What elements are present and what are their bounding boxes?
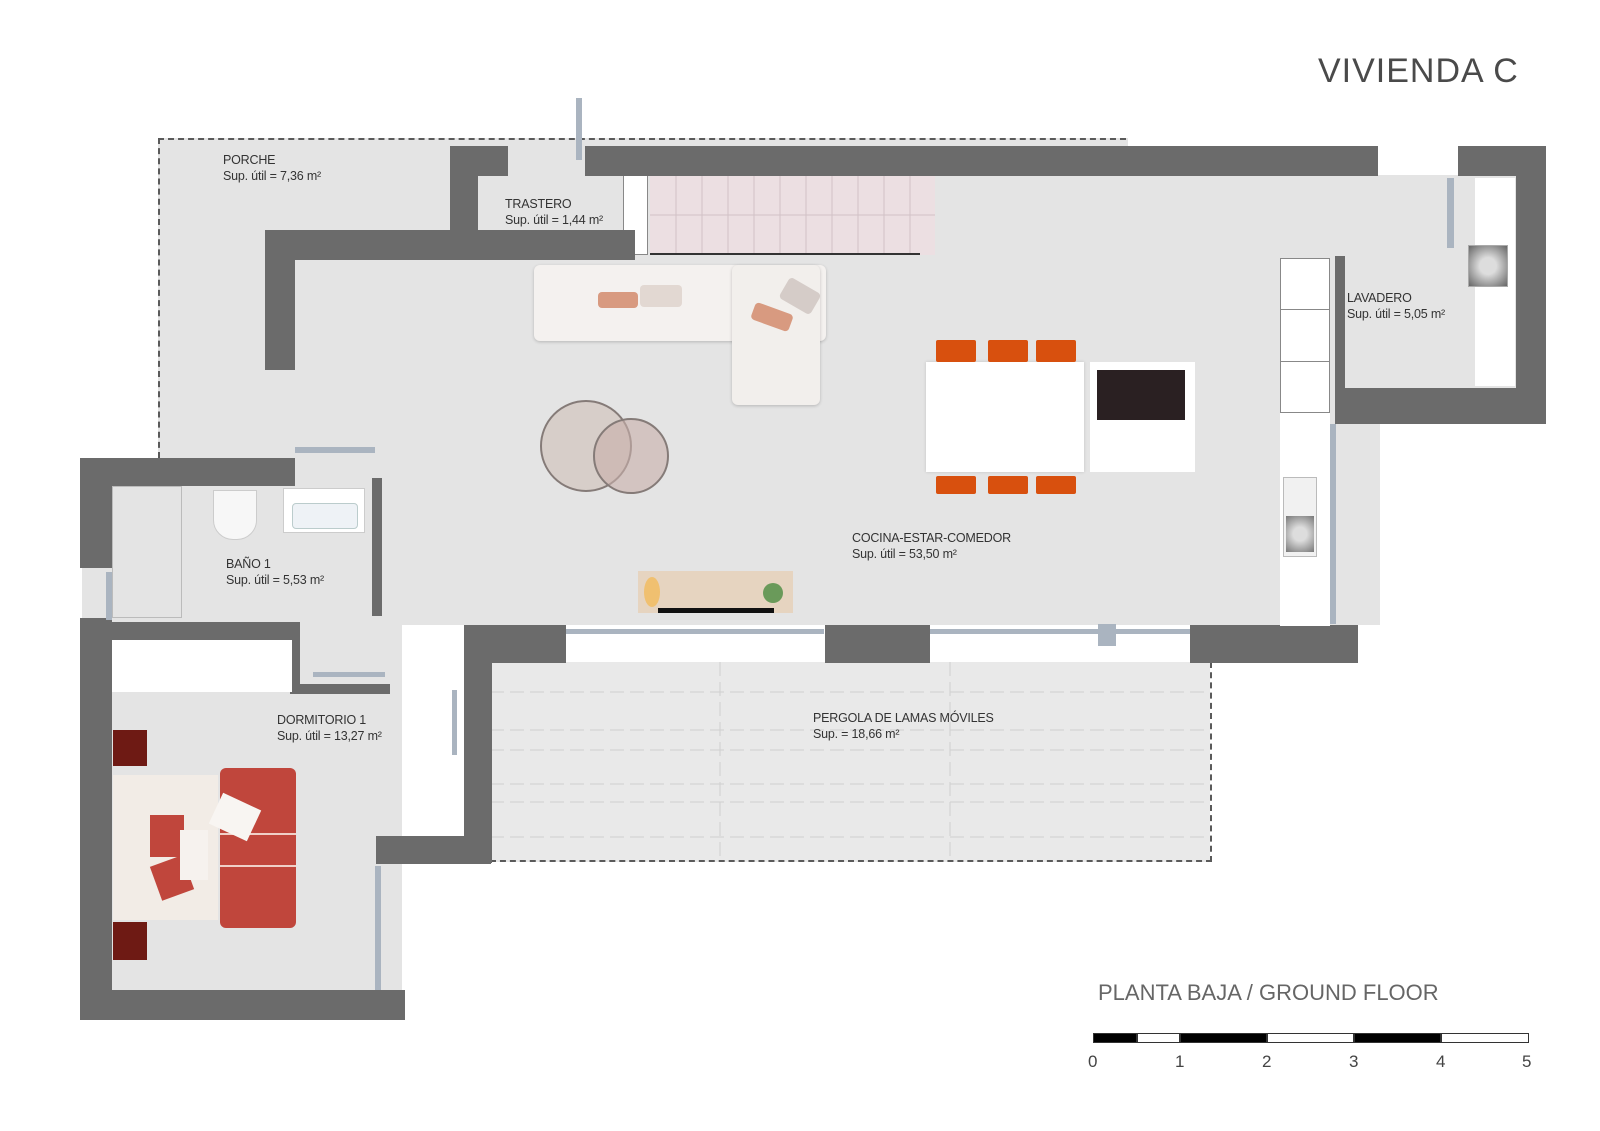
scale-tick: 1	[1175, 1052, 1185, 1071]
bedroom-window[interactable]	[452, 690, 457, 755]
rug	[593, 418, 669, 494]
wall	[1335, 256, 1345, 421]
nightstand	[113, 922, 147, 960]
kitchen-counter	[1280, 258, 1330, 626]
wall	[1335, 388, 1546, 424]
kitchen-window	[1330, 424, 1336, 624]
porche-dashed-edge	[158, 138, 1126, 140]
room-label-dormitorio: DORMITORIO 1 Sup. útil = 13,27 m²	[277, 713, 382, 743]
nightstand	[113, 730, 147, 766]
chair	[1036, 340, 1076, 362]
laundry-door[interactable]	[1447, 178, 1454, 248]
toilet	[213, 490, 257, 540]
wall	[80, 622, 300, 640]
pergola-dashed-edge	[1210, 662, 1212, 862]
bedroom-window[interactable]	[375, 866, 381, 990]
bedroom-door[interactable]	[313, 672, 385, 677]
wall	[1190, 625, 1358, 663]
wall	[585, 146, 1378, 176]
pillow	[150, 815, 184, 857]
pergola-floor	[490, 662, 1210, 862]
wall	[464, 625, 566, 663]
room-label-cocina-estar-comedor: COCINA-ESTAR-COMEDOR Sup. útil = 53,50 m…	[852, 531, 1011, 561]
wall	[372, 478, 382, 616]
chair	[1036, 476, 1076, 494]
chair	[988, 340, 1028, 362]
kitchen-tall-units	[1280, 258, 1330, 413]
wall	[825, 625, 930, 663]
scale-tick: 2	[1262, 1052, 1272, 1071]
bedspread	[220, 768, 296, 928]
window-handle	[1098, 624, 1116, 646]
floor-subtitle: PLANTA BAJA / GROUND FLOOR	[1098, 980, 1439, 1005]
wall	[80, 990, 405, 1020]
pergola-slats	[490, 662, 1210, 862]
chair	[936, 476, 976, 494]
pergola-dashed-edge	[490, 860, 1212, 862]
wall	[1516, 146, 1546, 424]
sliding-window[interactable]	[566, 629, 824, 634]
chair	[936, 340, 976, 362]
room-label-lavadero: LAVADERO Sup. útil = 5,05 m²	[1347, 291, 1445, 321]
wall	[464, 625, 492, 863]
wall	[80, 458, 112, 568]
room-label-pergola: PERGOLA DE LAMAS MÓVILES Sup. = 18,66 m²	[813, 711, 994, 741]
entry-door[interactable]	[576, 98, 582, 160]
bath-door[interactable]	[295, 447, 375, 453]
porche-dashed-edge	[158, 138, 160, 458]
tv-unit	[638, 571, 793, 613]
room-label-trastero: TRASTERO Sup. útil = 1,44 m²	[505, 197, 603, 227]
chair	[988, 476, 1028, 494]
scale-bar	[1093, 1033, 1533, 1047]
wall	[290, 622, 300, 694]
wardrobe	[112, 640, 292, 692]
wall	[80, 618, 112, 1018]
cushion	[640, 285, 682, 307]
pillow	[180, 830, 208, 880]
wall	[290, 684, 390, 694]
scale-tick: 5	[1522, 1052, 1532, 1071]
room-label-bano: BAÑO 1 Sup. útil = 5,53 m²	[226, 557, 324, 587]
wall	[265, 230, 635, 260]
staircase[interactable]	[650, 175, 935, 255]
scale-tick: 0	[1088, 1052, 1098, 1071]
sliding-window[interactable]	[930, 629, 1190, 634]
kitchen-sink	[1283, 477, 1317, 557]
room-label-porche: PORCHE Sup. útil = 7,36 m²	[223, 153, 321, 183]
shower	[112, 486, 182, 618]
cushion	[598, 292, 638, 308]
bath-window[interactable]	[106, 572, 112, 620]
wall	[265, 230, 295, 370]
laundry-sink	[1468, 245, 1508, 287]
scale-tick: 4	[1436, 1052, 1446, 1071]
scale-tick: 3	[1349, 1052, 1359, 1071]
bath-sink	[283, 488, 365, 533]
wall	[80, 458, 295, 486]
cooktop	[1097, 370, 1185, 420]
plan-title: VIVIENDA C	[1318, 52, 1519, 90]
dining-table	[926, 362, 1084, 472]
